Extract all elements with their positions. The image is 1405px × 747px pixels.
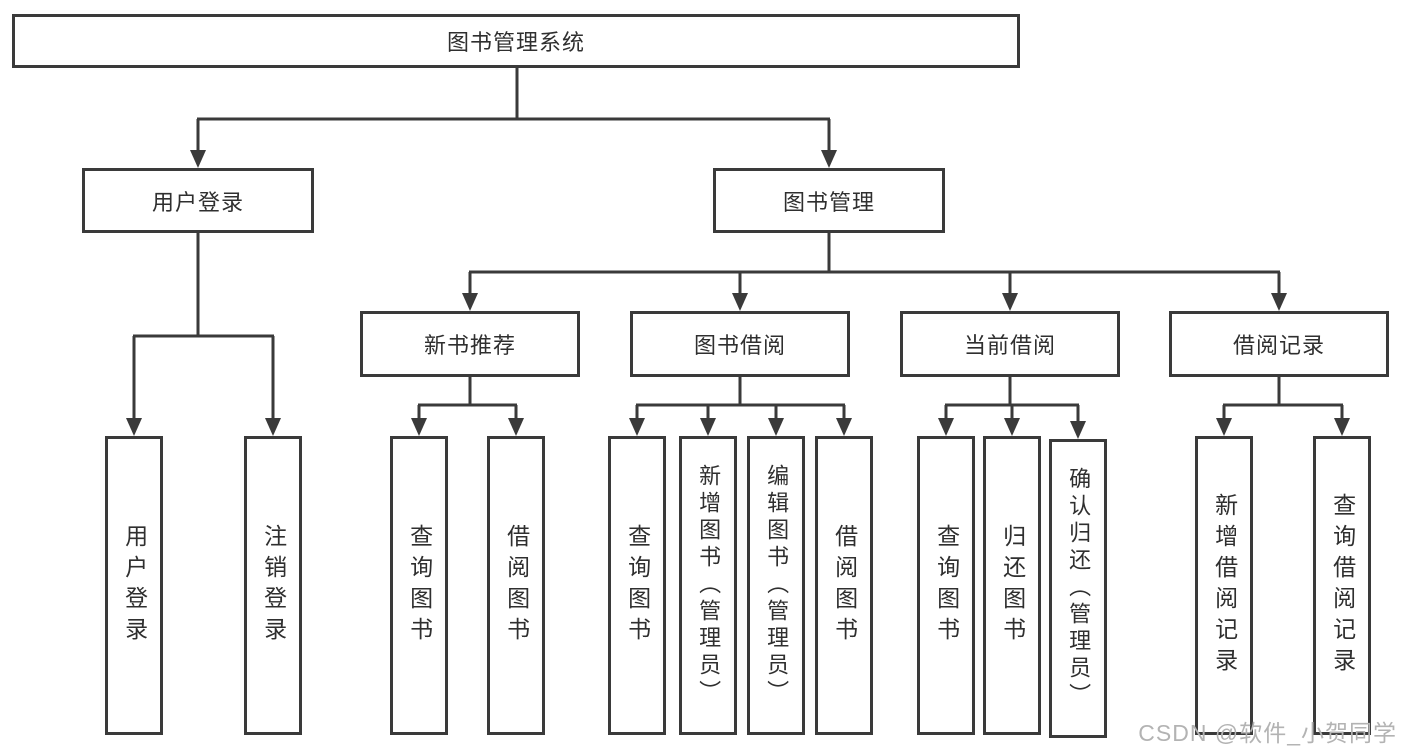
csdn-watermark: CSDN @软件_小贺同学 [1138,720,1397,746]
leaf-label: 借阅图书 [831,523,858,648]
leaf-label: 新增借阅记录 [1211,492,1238,679]
node-label: 用户登录 [151,189,244,215]
leaf-return-books: 归还图书 [983,436,1041,735]
leaf-label: 编辑图书（管理员） [764,464,790,707]
leaf-logout: 注销登录 [244,436,302,735]
leaf-label: 查询图书 [933,523,960,648]
connector-newbook-to-leaves [417,377,518,421]
leaf-label: 查询图书 [624,523,651,648]
connector-bookmgmt-to-sections [468,233,1281,296]
node-label: 借阅记录 [1232,333,1325,358]
leaf-label: 新增图书（管理员） [696,464,722,707]
arrowheads [126,150,1350,439]
node-label: 新书推荐 [423,333,516,358]
node-borrowing-records: 借阅记录 [1169,311,1389,377]
leaf-add-books-admin: 新增图书（管理员） [679,436,737,735]
connector-root-to-level2 [196,68,831,152]
leaf-label: 归还图书 [999,523,1026,648]
connector-userlogin-to-leaves [132,233,275,421]
leaf-confirm-return-admin: 确认归还（管理员） [1049,439,1107,738]
node-library-management-system: 图书管理系统 [12,14,1020,68]
leaf-query-books-current: 查询图书 [917,436,975,735]
node-book-borrowing: 图书借阅 [630,311,850,377]
node-label: 图书借阅 [693,333,786,358]
node-new-book-recommendation: 新书推荐 [360,311,580,377]
node-label: 当前借阅 [963,333,1056,358]
leaf-query-books-newrec: 查询图书 [390,436,448,735]
node-label: 图书管理 [782,189,875,215]
leaf-label: 用户登录 [121,523,148,648]
leaf-label: 确认归还（管理员） [1066,467,1092,710]
connector-records-to-leaves [1222,377,1344,421]
connector-current-to-leaves [944,377,1080,424]
leaf-label: 借阅图书 [503,523,530,648]
leaf-edit-books-admin: 编辑图书（管理员） [747,436,805,735]
leaf-add-borrow-record: 新增借阅记录 [1195,436,1253,735]
leaf-user-login: 用户登录 [105,436,163,735]
node-current-borrowing: 当前借阅 [900,311,1120,377]
connector-borrow-to-leaves [635,377,846,421]
leaf-query-books-borrow: 查询图书 [608,436,666,735]
leaf-query-borrow-record: 查询借阅记录 [1313,436,1371,735]
leaf-label: 注销登录 [260,523,287,648]
leaf-label: 查询借阅记录 [1329,492,1356,679]
node-label: 图书管理系统 [446,30,585,55]
leaf-borrow-books-newrec: 借阅图书 [487,436,545,735]
node-book-management-branch: 图书管理 [713,168,945,233]
leaf-label: 查询图书 [406,523,433,648]
leaf-borrow-books: 借阅图书 [815,436,873,735]
node-user-login-branch: 用户登录 [82,168,314,233]
